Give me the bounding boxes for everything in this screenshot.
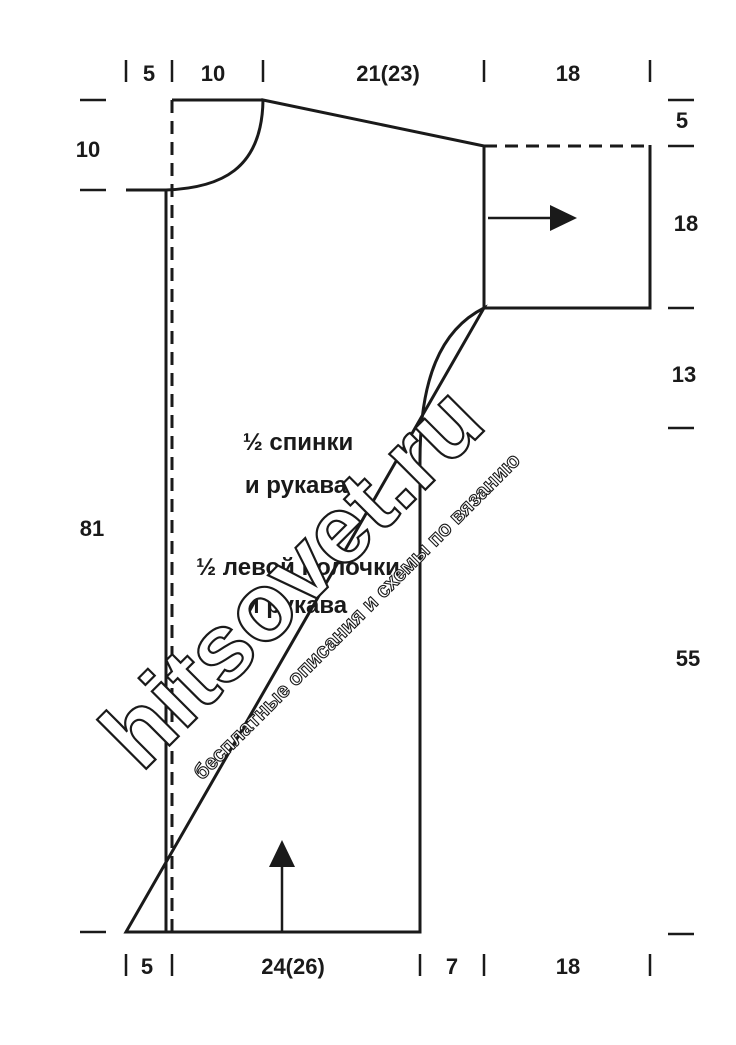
- label-front-line1: ½ левой полочки: [196, 554, 400, 581]
- top-dimension-ticks: [124, 60, 652, 82]
- dim-top-sleeve: 18: [556, 61, 580, 86]
- dim-right-shoulder-drop: 5: [676, 108, 688, 133]
- bottom-dimension-ticks: [124, 954, 652, 976]
- dim-bottom-placket: 5: [141, 954, 153, 979]
- sleeve-direction-arrow-head: [550, 205, 577, 231]
- left-dimension-ticks: [80, 98, 106, 934]
- dim-right-side: 55: [676, 646, 700, 671]
- dim-left-neck-depth: 10: [76, 137, 100, 162]
- label-back-line2: и рукава: [245, 472, 348, 499]
- dim-top-neck: 10: [201, 61, 225, 86]
- dim-bottom-sleeve: 18: [556, 954, 580, 979]
- dim-right-sleeve-width: 18: [674, 211, 698, 236]
- dim-bottom-width: 24(26): [261, 954, 325, 979]
- dim-top-shoulder: 21(23): [356, 61, 420, 86]
- dim-bottom-gap: 7: [446, 954, 458, 979]
- right-dimension-ticks: [668, 98, 694, 936]
- label-back-line1: ½ спинки: [243, 429, 354, 456]
- knit-direction-arrow-head: [269, 840, 295, 867]
- label-front-line2: и рукава: [245, 592, 348, 619]
- garment-outline: [123, 98, 652, 934]
- dim-left-length: 81: [80, 516, 104, 541]
- dim-right-underarm: 13: [672, 362, 696, 387]
- dim-top-placket: 5: [143, 61, 155, 86]
